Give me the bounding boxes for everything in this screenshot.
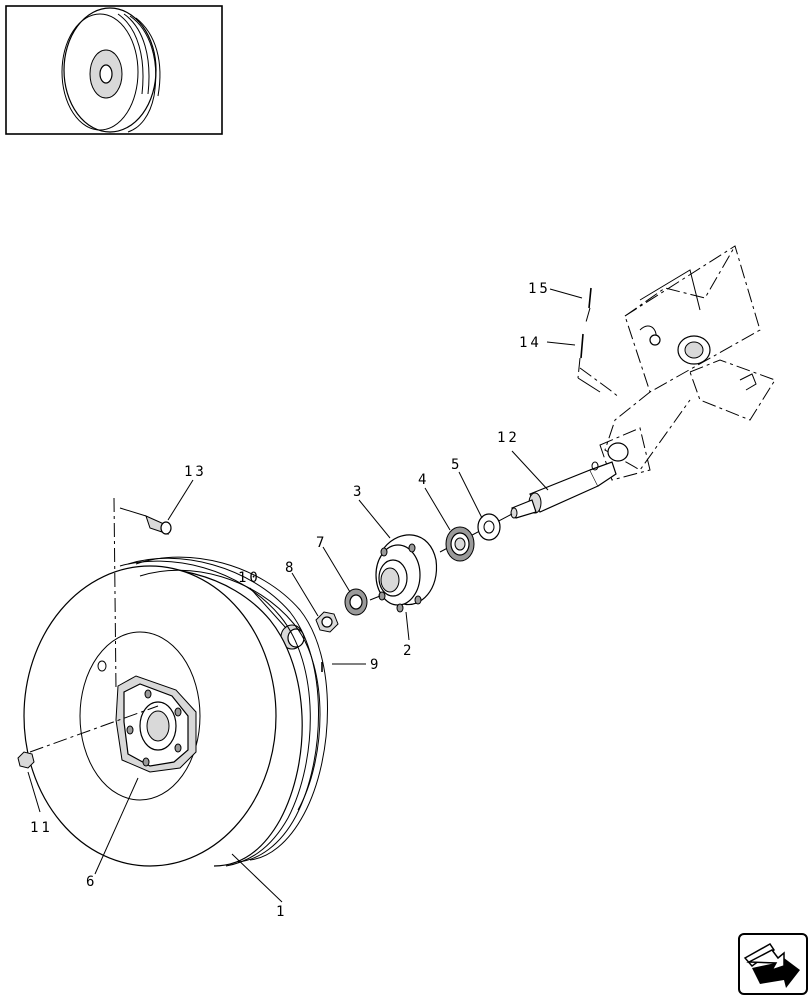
bearing-inner (344, 588, 368, 616)
callout-6: 6 (86, 874, 97, 890)
callout-13: 13 (184, 464, 207, 480)
hub (369, 534, 438, 613)
lug-nut-axis-line (29, 705, 159, 753)
callout-15: 15 (528, 281, 551, 297)
callout-7: 7 (316, 535, 327, 551)
callout-1: 1 (276, 904, 287, 920)
bearing-outer (445, 526, 475, 562)
callout-12: 12 (497, 430, 520, 446)
callout-8: 8 (285, 560, 296, 576)
lug-nut (17, 751, 35, 769)
castle-nut (315, 611, 339, 633)
pin-15 (585, 287, 592, 323)
washer (477, 513, 501, 541)
callout-3: 3 (353, 484, 364, 500)
spindle (439, 461, 617, 553)
callout-10: 10 (238, 570, 261, 586)
callout-9: 9 (370, 657, 381, 673)
rim (97, 660, 197, 773)
leader-lines (27, 288, 583, 903)
wheel-thumbnail-icon[interactable] (5, 5, 223, 135)
next-page-arrow-icon[interactable] (738, 933, 808, 995)
valve-stem (119, 507, 172, 535)
axle-frame (579, 245, 776, 481)
callout-4: 4 (418, 472, 429, 488)
pin-14 (577, 333, 601, 393)
callout-11: 11 (30, 820, 53, 836)
callout-5: 5 (451, 457, 462, 473)
valve-axis-line (113, 497, 117, 691)
callout-2: 2 (403, 643, 414, 659)
callout-14: 14 (519, 335, 542, 351)
